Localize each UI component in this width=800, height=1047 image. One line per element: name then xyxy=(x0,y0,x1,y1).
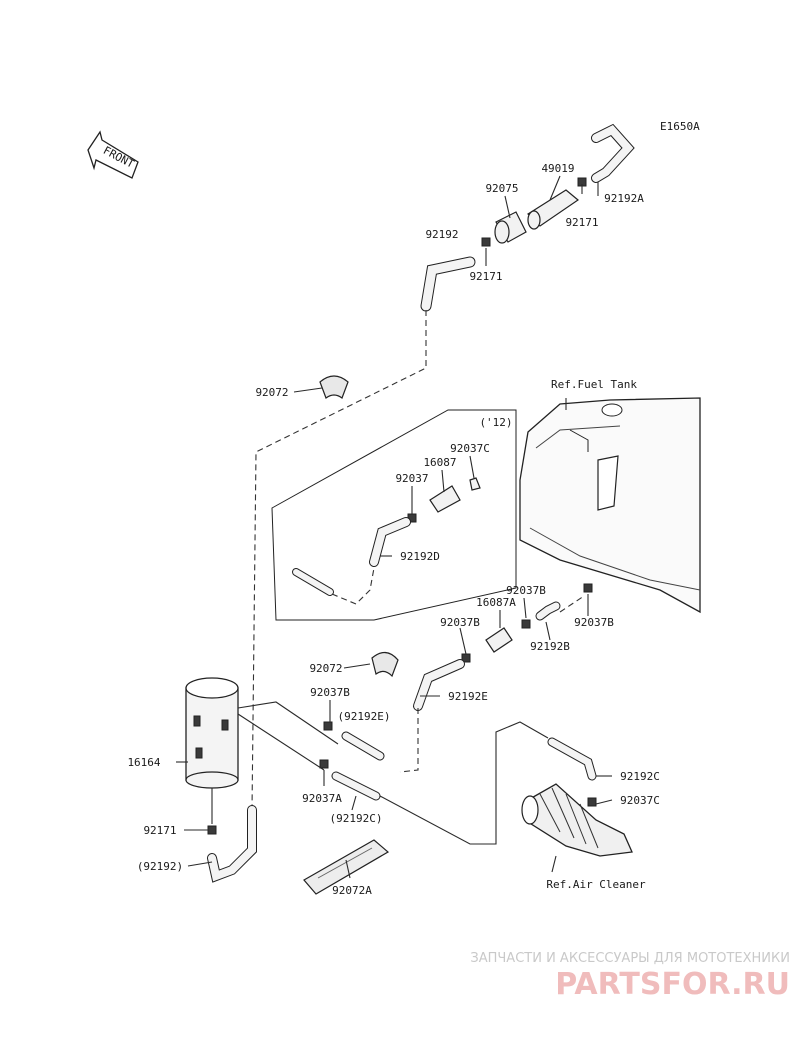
label-92037C-b: 92037C xyxy=(620,794,660,807)
clamp-92072-lower xyxy=(371,651,399,678)
label-92192C: 92192C xyxy=(620,770,660,783)
label-92192A: 92192A xyxy=(604,192,644,205)
label-92192E: 92192E xyxy=(448,690,488,703)
year-variant-box xyxy=(271,409,517,621)
label-92171-low: 92171 xyxy=(143,824,176,837)
label-92192-ref: (92192) xyxy=(137,860,183,873)
diagram-code: E1650A xyxy=(660,120,700,133)
label-92037A: 92037A xyxy=(302,792,342,805)
vent-line-parts xyxy=(399,583,593,773)
ref-fuel-tank: Ref.Fuel Tank xyxy=(551,378,637,391)
label-92037B-b: 92037B xyxy=(440,616,480,629)
strap-92072A xyxy=(303,839,390,895)
air-cleaner-ref xyxy=(521,783,633,857)
label-16087A: 16087A xyxy=(476,596,516,609)
fuel-filter-assembly xyxy=(420,123,635,312)
front-arrow-icon: FRONT xyxy=(87,130,139,179)
label-92192B: 92192B xyxy=(530,640,570,653)
label-92037B-a: 92037B xyxy=(506,584,546,597)
label-92037C: 92037C xyxy=(450,442,490,455)
box-parts xyxy=(292,477,481,605)
label-92192D: 92192D xyxy=(400,550,440,563)
label-92192E-ref: (92192E) xyxy=(338,710,391,723)
label-49019: 49019 xyxy=(541,162,574,175)
label-92072: 92072 xyxy=(255,386,288,399)
label-92037B-d: 92037B xyxy=(310,686,350,699)
fuel-tank-ref xyxy=(519,397,701,614)
leader-lines xyxy=(176,175,613,879)
year-note: ('12) xyxy=(479,416,512,429)
label-16164: 16164 xyxy=(127,756,160,769)
label-92037B-c: 92037B xyxy=(574,616,614,629)
label-92171-mid: 92171 xyxy=(469,270,502,283)
canister-16164 xyxy=(185,677,239,789)
label-92192: 92192 xyxy=(425,228,458,241)
watermark-logo: PARTSFOR.RU xyxy=(555,967,790,1002)
clamp-92072 xyxy=(319,375,349,399)
label-92075: 92075 xyxy=(485,182,518,195)
label-92072A: 92072A xyxy=(332,884,372,897)
label-16087: 16087 xyxy=(423,456,456,469)
label-92072-b: 92072 xyxy=(309,662,342,675)
label-92192C-ref: (92192C) xyxy=(330,812,383,825)
ref-air-cleaner: Ref.Air Cleaner xyxy=(546,878,646,891)
watermark-tagline: ЗАПЧАСТИ И АКСЕССУАРЫ ДЛЯ МОТОТЕХНИКИ xyxy=(470,951,790,966)
label-92171-top: 92171 xyxy=(565,216,598,229)
label-92037: 92037 xyxy=(395,472,428,485)
